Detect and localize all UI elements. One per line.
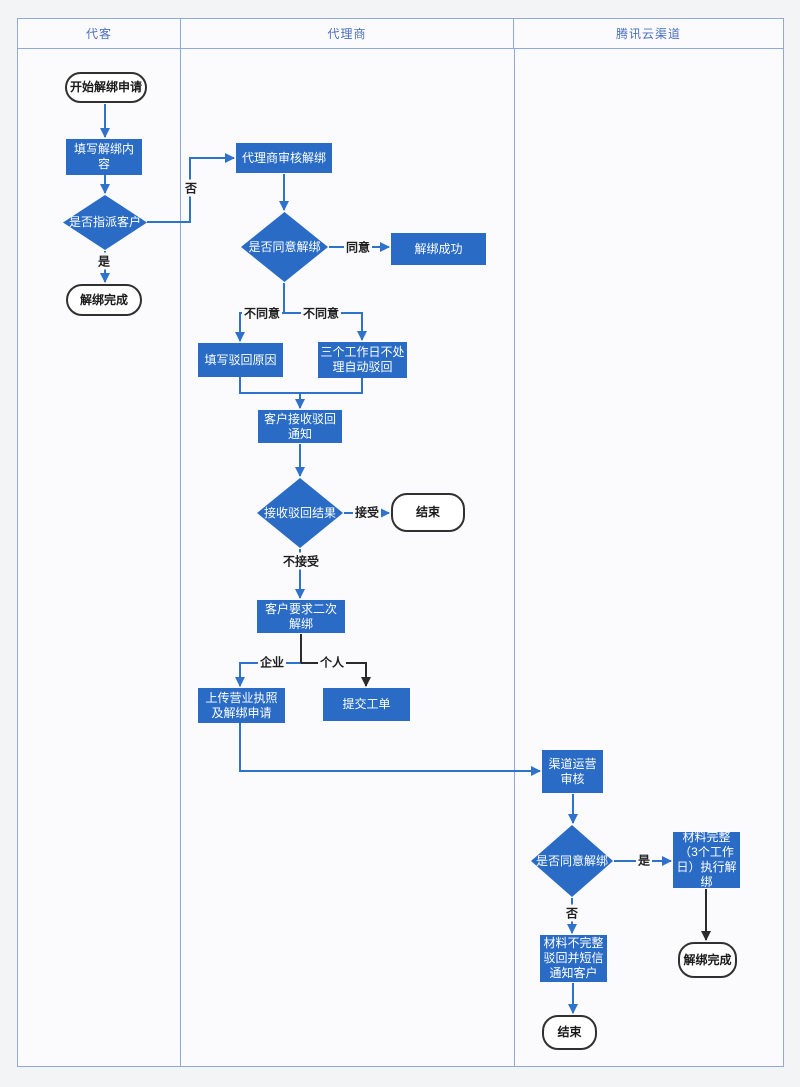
node-agent-review: 代理商审核解绑 xyxy=(236,143,332,173)
node-start-terminator: 开始解绑申请 xyxy=(65,72,147,103)
node-label: 渠道运营审核 xyxy=(548,756,597,786)
node-unbind-success: 解绑成功 xyxy=(391,233,486,265)
node-label: 接收驳回结果 xyxy=(263,505,336,520)
node-label: 结束 xyxy=(557,1025,582,1039)
edge-label-personal: 个人 xyxy=(317,653,347,671)
lane-divider xyxy=(180,48,181,1066)
node-fill-reject-reason: 填写驳回原因 xyxy=(198,343,283,377)
node-label: 解绑完成 xyxy=(683,952,732,967)
node-label: 解绑成功 xyxy=(414,241,463,256)
swimlane-table: 代客 代理商 腾讯云渠道 xyxy=(17,18,784,1067)
node-label: 是否同意解绑 xyxy=(248,239,321,254)
node-label: 代理商审核解绑 xyxy=(241,150,326,165)
edge-label-accept: 接受 xyxy=(352,503,382,521)
edge-label-yes: 是 xyxy=(95,252,113,270)
node-second-unbind-request: 客户要求二次解绑 xyxy=(257,600,345,633)
node-unbind-done-channel: 解绑完成 xyxy=(678,942,737,978)
node-label: 填写驳回原因 xyxy=(204,352,277,367)
lane-divider xyxy=(514,48,515,1066)
node-label: 是否同意解绑 xyxy=(535,853,608,868)
node-label: 上传营业执照及解绑申请 xyxy=(205,690,278,720)
node-label: 材料不完整驳回并短信通知客户 xyxy=(543,936,604,980)
node-label: 结束 xyxy=(415,505,440,519)
node-fill-unbind-content: 填写解绑内容 xyxy=(66,139,142,175)
node-label: 开始解绑申请 xyxy=(69,80,142,94)
node-label: 材料完整（3个工作日）执行解绑 xyxy=(676,830,737,889)
edge-label-disagree-left: 不同意 xyxy=(241,304,283,322)
edge-label-not-accept: 不接受 xyxy=(280,552,322,570)
node-submit-ticket: 提交工单 xyxy=(323,688,410,721)
node-label: 三个工作日不处理自动驳回 xyxy=(320,345,405,374)
edge-label-yes2: 是 xyxy=(635,851,653,869)
node-label: 填写解绑内容 xyxy=(73,142,134,171)
edge-label-no2: 否 xyxy=(563,904,581,922)
node-label: 客户接收驳回通知 xyxy=(264,411,337,441)
edge-label-enterprise: 企业 xyxy=(257,653,287,671)
swimlane-header-row: 代客 代理商 腾讯云渠道 xyxy=(18,19,783,49)
node-material-complete: 材料完整（3个工作日）执行解绑 xyxy=(673,830,740,889)
node-receive-reject-notice: 客户接收驳回通知 xyxy=(258,410,342,443)
lane-header-dailishang: 代理商 xyxy=(180,19,514,48)
node-end-agent: 结束 xyxy=(391,493,465,532)
node-auto-reject: 三个工作日不处理自动驳回 xyxy=(318,342,407,378)
node-label: 客户要求二次解绑 xyxy=(265,601,338,631)
lane-header-daike: 代客 xyxy=(85,27,112,41)
node-label: 是否指派客户 xyxy=(68,215,141,229)
edge-label-agree: 同意 xyxy=(343,238,373,256)
edge-label-disagree-right: 不同意 xyxy=(300,304,342,322)
node-end-channel: 结束 xyxy=(542,1015,597,1050)
edge-label-no: 否 xyxy=(182,179,200,197)
node-material-incomplete: 材料不完整驳回并短信通知客户 xyxy=(540,935,607,982)
lane-header-tencent-channel: 腾讯云渠道 xyxy=(615,27,681,41)
node-unbind-done-agent: 解绑完成 xyxy=(66,284,142,316)
node-label: 提交工单 xyxy=(342,697,391,711)
node-channel-review: 渠道运营审核 xyxy=(542,750,603,793)
node-label: 解绑完成 xyxy=(79,292,128,307)
node-upload-license: 上传营业执照及解绑申请 xyxy=(198,688,285,723)
